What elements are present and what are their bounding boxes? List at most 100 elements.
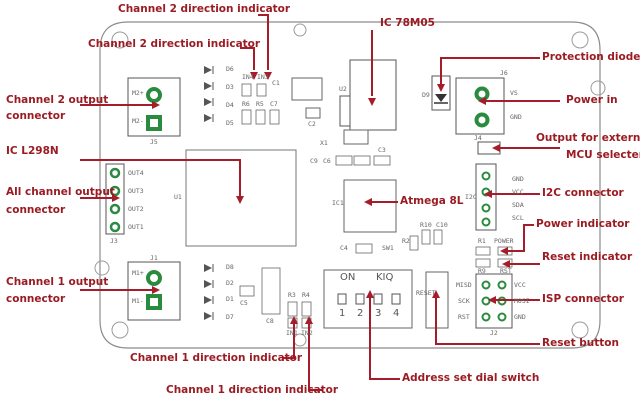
label-j1: J1 bbox=[150, 254, 158, 262]
label-d9: D9 bbox=[422, 91, 430, 99]
leader-ch2-dir-top bbox=[258, 14, 269, 70]
leader-protection-diode bbox=[440, 57, 540, 84]
label-sw-2: 2 bbox=[357, 308, 364, 319]
callout-ch2-output-1: Channel 2 output bbox=[6, 94, 109, 106]
label-out2: OUT2 bbox=[128, 205, 144, 213]
label-r2: R2 bbox=[402, 237, 410, 245]
label-j4: J4 bbox=[474, 134, 482, 142]
label-m1plus: M1+ bbox=[132, 269, 144, 277]
label-rst: RST bbox=[458, 313, 470, 321]
crystal bbox=[343, 129, 369, 145]
label-out3: OUT3 bbox=[128, 187, 144, 195]
callout-power-indicator: Power indicator bbox=[536, 218, 630, 230]
upper-diodes bbox=[204, 66, 214, 122]
c2-capacitor bbox=[305, 107, 321, 119]
leader-ch1-dir-bottom bbox=[308, 322, 322, 391]
label-in4: IN4 bbox=[242, 73, 254, 81]
label-u2: U2 bbox=[339, 85, 347, 93]
j6-connector bbox=[455, 77, 505, 135]
label-sw1: SW1 bbox=[382, 244, 394, 252]
callout-ch2-output-2: connector bbox=[6, 110, 66, 122]
callout-power-in: Power in bbox=[566, 94, 618, 106]
lower-small-parts bbox=[239, 229, 443, 329]
callout-atmega: Atmega 8L bbox=[400, 195, 464, 207]
leader-ch1-dir-mid bbox=[282, 322, 295, 359]
label-d7: D7 bbox=[226, 313, 234, 321]
mounting-holes bbox=[94, 23, 606, 347]
j4-i2c-header bbox=[475, 163, 497, 231]
label-gnd-j6: GND bbox=[510, 113, 522, 121]
callout-isp-connector: ISP connector bbox=[542, 293, 624, 305]
label-j2: J2 bbox=[490, 329, 498, 337]
label-ic1: IC1 bbox=[332, 199, 344, 207]
label-c10: C10 bbox=[436, 221, 448, 229]
label-c6: C6 bbox=[323, 157, 331, 165]
callout-reset-indicator: Reset indicator bbox=[542, 251, 633, 263]
callout-ic-l298n: IC L298N bbox=[6, 145, 59, 157]
label-gnd-isp: GND bbox=[514, 313, 526, 321]
label-c3: C3 bbox=[378, 146, 386, 154]
leader-ends bbox=[112, 72, 510, 324]
label-d3: D3 bbox=[226, 83, 234, 91]
leader-ic-l298n bbox=[80, 159, 241, 196]
upper-small-parts bbox=[241, 83, 280, 125]
label-sw-1: 1 bbox=[339, 308, 346, 319]
callout-all-channel-2: connector bbox=[6, 204, 66, 216]
label-j3: J3 bbox=[110, 237, 118, 245]
label-sw-4: 4 bbox=[393, 308, 400, 319]
label-kiq: KIQ bbox=[376, 272, 394, 283]
label-on: ON bbox=[340, 272, 356, 283]
callout-all-channel-1: All channel output bbox=[6, 186, 115, 198]
label-vcc-i2c: VCC bbox=[512, 188, 524, 196]
label-c5: C5 bbox=[240, 299, 248, 307]
label-r4: R4 bbox=[302, 291, 310, 299]
j3-header bbox=[105, 163, 125, 235]
label-d2: D2 bbox=[226, 279, 234, 287]
label-r5: R5 bbox=[256, 100, 264, 108]
label-out4: OUT4 bbox=[128, 169, 144, 177]
leader-ch2-dir-mid bbox=[240, 47, 255, 70]
callout-ic-78m05: IC 78M05 bbox=[380, 17, 435, 29]
leader-power-indicator bbox=[502, 224, 534, 252]
label-c1: C1 bbox=[272, 79, 280, 87]
label-vcc-isp: VCC bbox=[514, 281, 526, 289]
callout-reset-button: Reset button bbox=[542, 337, 619, 349]
callout-ch1-direction-mid: Channel 1 direction indicator bbox=[130, 352, 303, 364]
callout-output-external-2: MCU selecter bbox=[566, 149, 640, 161]
label-x1: X1 bbox=[320, 139, 328, 147]
ic1-atmega bbox=[343, 179, 397, 233]
label-sck: SCK bbox=[458, 297, 470, 305]
label-r6: R6 bbox=[242, 100, 250, 108]
small-caps-mid bbox=[335, 155, 391, 166]
label-c8: C8 bbox=[266, 317, 274, 325]
label-d8: D8 bbox=[226, 263, 234, 271]
leader-reset-button bbox=[435, 296, 540, 345]
c1-capacitor bbox=[291, 77, 323, 101]
label-c7: C7 bbox=[270, 100, 278, 108]
label-d6: D6 bbox=[226, 65, 234, 73]
callout-ch1-output-1: Channel 1 output bbox=[6, 276, 109, 288]
label-c9: C9 bbox=[310, 157, 318, 165]
label-out1: OUT1 bbox=[128, 223, 144, 231]
callout-ch1-direction-bottom: Channel 1 direction indicator bbox=[166, 384, 339, 396]
label-mosi: MOSI bbox=[514, 297, 530, 305]
label-m2plus: M2+ bbox=[132, 89, 144, 97]
label-i2c: I2C bbox=[465, 193, 477, 201]
label-c2: C2 bbox=[308, 120, 316, 128]
label-c4: C4 bbox=[340, 244, 348, 252]
callout-ch2-direction-mid: Channel 2 direction indicator bbox=[88, 38, 261, 50]
label-sw-3: 3 bbox=[375, 308, 382, 319]
label-in3: IN3 bbox=[257, 73, 269, 81]
callout-output-external-1: Output for external bbox=[536, 132, 640, 144]
label-r1: R1 bbox=[478, 237, 486, 245]
lower-diodes bbox=[204, 264, 214, 320]
label-d5: D5 bbox=[226, 119, 234, 127]
callout-address-switch: Address set dial switch bbox=[402, 372, 540, 384]
label-rst-led: RST bbox=[500, 267, 512, 275]
label-vs: VS bbox=[510, 89, 518, 97]
label-d4: D4 bbox=[226, 101, 234, 109]
leader-address-switch bbox=[369, 296, 400, 380]
label-power: POWER bbox=[494, 237, 514, 245]
